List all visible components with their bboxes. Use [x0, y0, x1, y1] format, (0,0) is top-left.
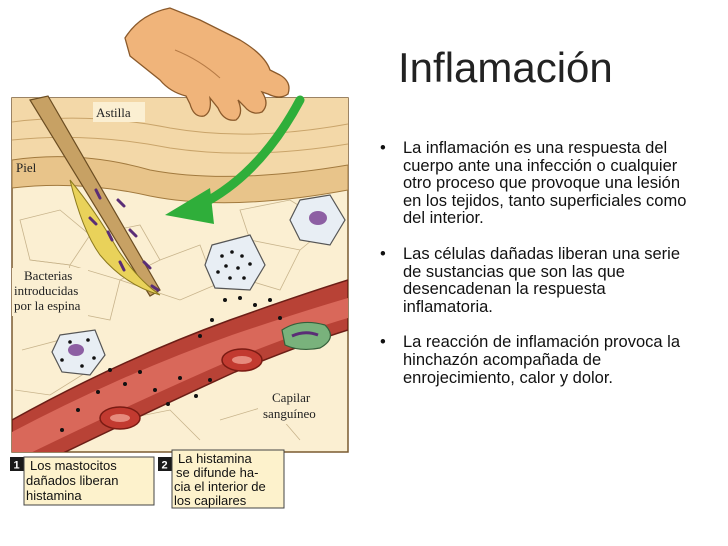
label-box-astilla — [93, 102, 145, 122]
bullet-list: • La inflamación es una respuesta del cu… — [376, 139, 696, 405]
step-1-line-3: histamina — [26, 488, 82, 503]
bullet-item: • La reacción de inflamación provoca la … — [376, 334, 696, 387]
capillary-plasma — [12, 298, 348, 452]
step-2-caption: 2 La histamina se difunde ha- cia el int… — [158, 449, 285, 509]
step-1-caption: 1 Los mastocitos dañados liberan histami… — [10, 456, 155, 506]
step-2-line-2: se difunde ha- — [176, 465, 258, 480]
bullet-item: • La inflamación es una respuesta del cu… — [376, 139, 696, 228]
label-astilla: Astilla — [96, 105, 131, 120]
step-1-line-2: dañados liberan — [26, 473, 119, 488]
histamine-granules — [60, 250, 282, 432]
step-2-number: 2 — [162, 460, 168, 472]
bullet-text: Las células dañadas liberan una serie de… — [403, 244, 681, 316]
step-2-line-1: La histamina — [178, 451, 252, 466]
label-box-bacterias — [12, 268, 88, 316]
step-1-line-1: Los mastocitos — [30, 458, 117, 473]
bacteria — [88, 188, 160, 292]
label-box-capilar — [258, 386, 330, 424]
label-bacterias-2: introducidas — [14, 283, 78, 298]
bullet-dot: • — [380, 333, 386, 352]
label-capilar-2: sanguíneo — [263, 406, 316, 421]
green-arrow — [165, 95, 305, 224]
bullet-text: La reacción de inflamación provoca la hi… — [403, 333, 680, 387]
mast-cells — [51, 194, 346, 376]
red-blood-cells — [99, 348, 263, 430]
splinter — [29, 95, 161, 297]
hand-illustration — [124, 7, 290, 121]
slide-title: Inflamación — [398, 44, 613, 91]
inflammation-illustration: Astilla Piel Bacterias introducidas por … — [10, 7, 349, 509]
label-piel: Piel — [16, 160, 37, 175]
step-1-number: 1 — [14, 460, 20, 472]
label-capilar-1: Capilar — [272, 390, 311, 405]
bullet-dot: • — [380, 139, 386, 157]
skin-band — [12, 156, 348, 204]
label-bacterias-3: por la espina — [14, 298, 81, 313]
bullet-item: • Las células dañadas liberan una serie … — [376, 244, 696, 316]
step-2-line-4: los capilares — [174, 493, 247, 508]
step-2-line-3: cia el interior de — [174, 479, 266, 494]
bullet-dot: • — [380, 244, 386, 263]
label-bacterias-1: Bacterias — [24, 268, 72, 283]
bullet-text: La inflamación es una respuesta del cuer… — [403, 139, 687, 228]
